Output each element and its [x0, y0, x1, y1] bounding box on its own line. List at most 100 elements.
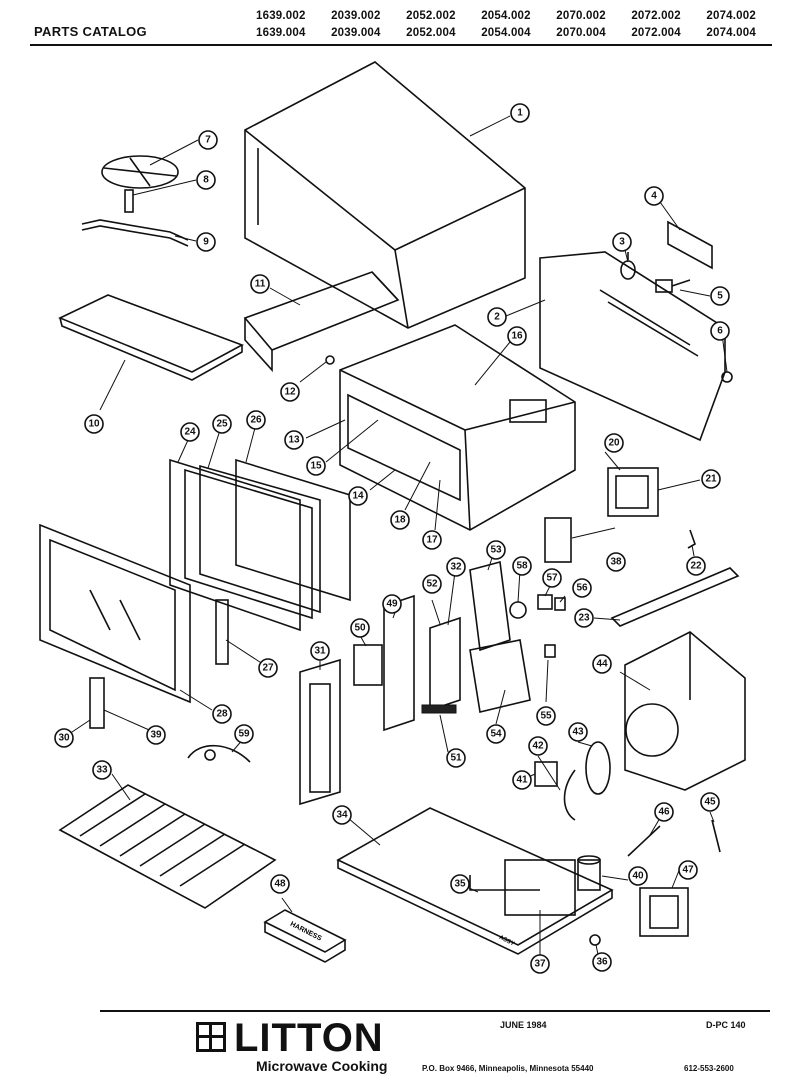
callout-36: 36 [592, 952, 612, 972]
svg-text:41: 41 [516, 775, 528, 786]
callout-28: 28 [212, 704, 232, 724]
callout-11: 11 [250, 274, 270, 294]
callout-49: 49 [382, 594, 402, 614]
svg-text:12: 12 [284, 387, 296, 398]
company-phone: 612-553-2600 [684, 1064, 734, 1073]
base-plate-part [336, 807, 614, 955]
svg-text:24: 24 [184, 427, 196, 438]
model-number: 2072.004 [631, 27, 681, 39]
callout-12: 12 [280, 382, 300, 402]
callout-30: 30 [54, 728, 74, 748]
callout-34: 34 [332, 805, 352, 825]
oven-rack-part [58, 784, 277, 909]
svg-text:9: 9 [203, 237, 209, 248]
thermal-cable-part [187, 744, 251, 763]
callout-57: 57 [542, 568, 562, 588]
svg-text:44: 44 [596, 659, 608, 670]
capacitor-part [544, 517, 572, 563]
model-number: 2074.004 [706, 27, 756, 39]
callout-10: 10 [84, 414, 104, 434]
svg-text:37: 37 [534, 959, 546, 970]
callout-25: 25 [212, 414, 232, 434]
transformer-part [639, 887, 689, 937]
callout-45: 45 [700, 792, 720, 812]
svg-text:36: 36 [596, 957, 608, 968]
model-number-list: 1639.002 2039.002 2052.002 2054.002 2070… [256, 8, 776, 42]
model-number: 2070.002 [556, 10, 606, 22]
callout-2: 2 [487, 307, 507, 327]
clip-part [687, 529, 696, 549]
svg-text:3: 3 [619, 237, 625, 248]
leader-lines [65, 115, 728, 965]
svg-text:58: 58 [516, 561, 528, 572]
model-number: 2039.002 [331, 10, 381, 22]
document-code: D-PC 140 [706, 1020, 746, 1030]
callout-14: 14 [348, 486, 368, 506]
model-number: 1639.002 [256, 10, 306, 22]
blower-housing-part [624, 631, 746, 791]
callout-24: 24 [180, 422, 200, 442]
callout-3: 3 [612, 232, 632, 252]
svg-text:39: 39 [150, 730, 162, 741]
callout-41: 41 [512, 770, 532, 790]
svg-text:42: 42 [532, 741, 544, 752]
callout-50: 50 [350, 618, 370, 638]
callout-23: 23 [574, 608, 594, 628]
callout-58: 58 [512, 556, 532, 576]
brand-subtitle: Microwave Cooking [256, 1058, 388, 1074]
relay-bracket-parts [469, 560, 531, 713]
publication-date: JUNE 1984 [500, 1020, 547, 1030]
callout-22: 22 [686, 556, 706, 576]
bracket-part [667, 220, 713, 270]
callout-44: 44 [592, 654, 612, 674]
svg-text:46: 46 [658, 807, 670, 818]
callout-55: 55 [536, 706, 556, 726]
callout-37: 37 [530, 954, 550, 974]
model-number: 2052.002 [406, 10, 456, 22]
svg-text:17: 17 [426, 535, 438, 546]
svg-text:25: 25 [216, 419, 228, 430]
connector-part [655, 279, 691, 293]
brand-name: LITTON [234, 1016, 384, 1060]
svg-text:54: 54 [490, 729, 502, 740]
svg-text:28: 28 [216, 709, 228, 720]
callout-15: 15 [306, 456, 326, 476]
callout-4: 4 [644, 186, 664, 206]
stirrer-fan-part [101, 155, 179, 189]
callout-1: 1 [510, 103, 530, 123]
air-duct-part [243, 271, 400, 373]
door-frame-parts [169, 458, 351, 632]
thermal-cutout-part [577, 855, 601, 891]
callout-56: 56 [572, 578, 592, 598]
callout-47: 47 [678, 860, 698, 880]
callout-53: 53 [486, 540, 506, 560]
lamp-part [620, 252, 636, 280]
model-row-1: 1639.002 2039.002 2052.002 2054.002 2070… [256, 8, 756, 25]
callout-35: 35 [450, 874, 470, 894]
model-row-2: 1639.004 2039.004 2052.004 2054.004 2070… [256, 25, 756, 42]
model-number: 2074.002 [706, 10, 756, 22]
svg-text:20: 20 [608, 438, 620, 449]
svg-text:27: 27 [262, 663, 274, 674]
model-number: 2052.004 [406, 27, 456, 39]
svg-text:23: 23 [578, 613, 590, 624]
callout-48: 48 [270, 874, 290, 894]
footer-rule [100, 1010, 770, 1012]
svg-text:31: 31 [314, 646, 326, 657]
svg-text:15: 15 [310, 461, 322, 472]
catalog-title: PARTS CATALOG [34, 24, 147, 39]
svg-text:1: 1 [517, 108, 523, 119]
svg-text:49: 49 [386, 599, 398, 610]
control-panel-part [299, 658, 341, 806]
outer-cabinet-part [244, 61, 526, 329]
svg-text:56: 56 [576, 583, 588, 594]
callout-52: 52 [422, 574, 442, 594]
svg-text:50: 50 [354, 623, 366, 634]
model-number: 2054.004 [481, 27, 531, 39]
svg-text:51: 51 [450, 753, 462, 764]
callout-5: 5 [710, 286, 730, 306]
svg-text:22: 22 [690, 561, 702, 572]
rear-panel-part [539, 251, 726, 442]
